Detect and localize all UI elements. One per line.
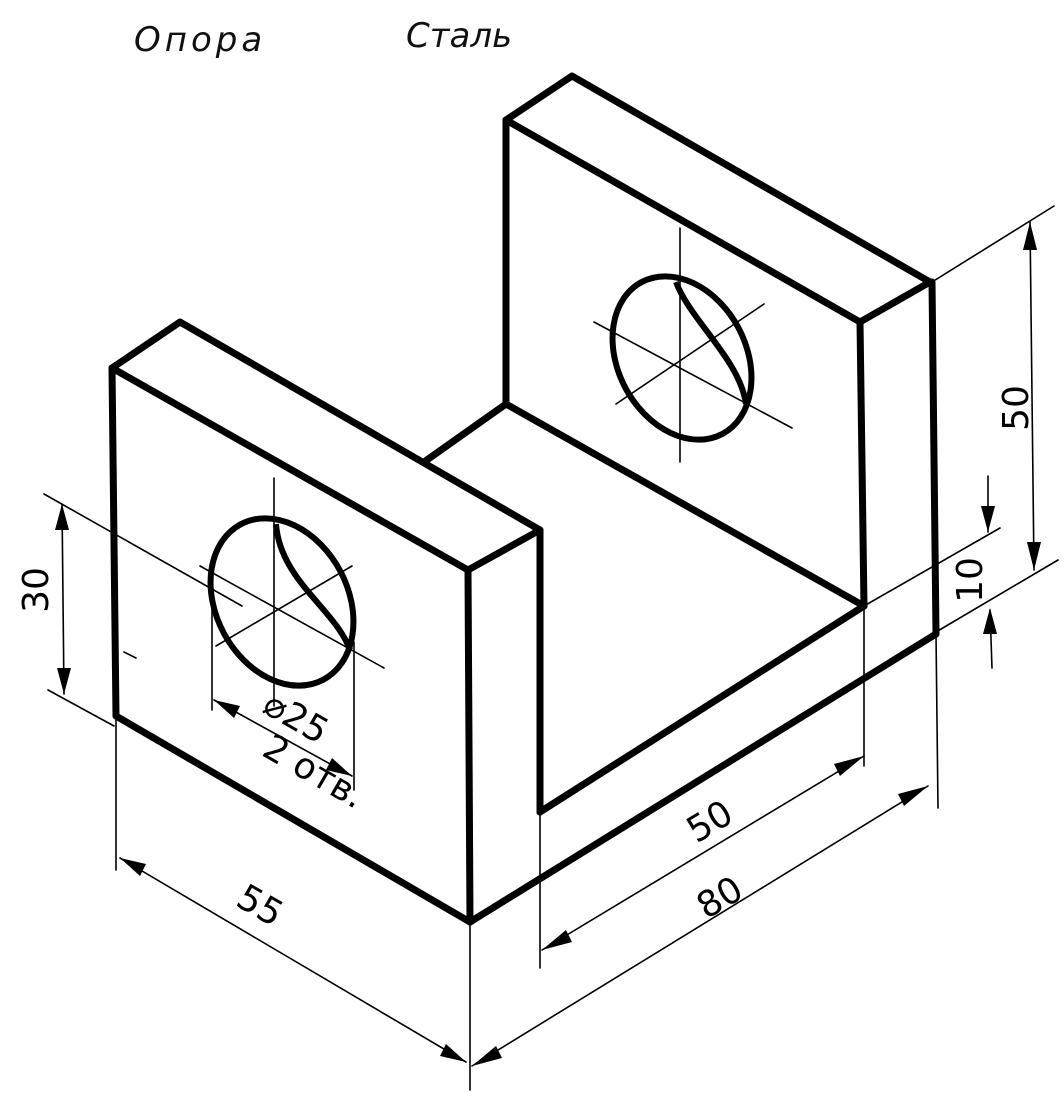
back-plate — [502, 72, 940, 638]
base-floor — [420, 400, 940, 926]
dim-label-inner-length: 50 — [680, 793, 740, 852]
dim-label-overall-length: 80 — [690, 869, 750, 928]
part-name-title: Опора — [134, 20, 267, 60]
dimension-base-thickness: 10 — [863, 475, 1001, 669]
material-label: Сталь — [406, 16, 513, 56]
back-hole — [593, 227, 793, 463]
front-plate — [108, 318, 544, 926]
dim-label-hole-height: 30 — [16, 567, 57, 613]
dim-label-overall-height: 50 — [996, 385, 1037, 431]
dimension-overall-height: 50 — [931, 205, 1059, 633]
dim-label-width: 55 — [230, 877, 290, 935]
dim-label-base-thickness: 10 — [950, 557, 991, 603]
dimension-hole-height: 30 — [16, 493, 243, 727]
